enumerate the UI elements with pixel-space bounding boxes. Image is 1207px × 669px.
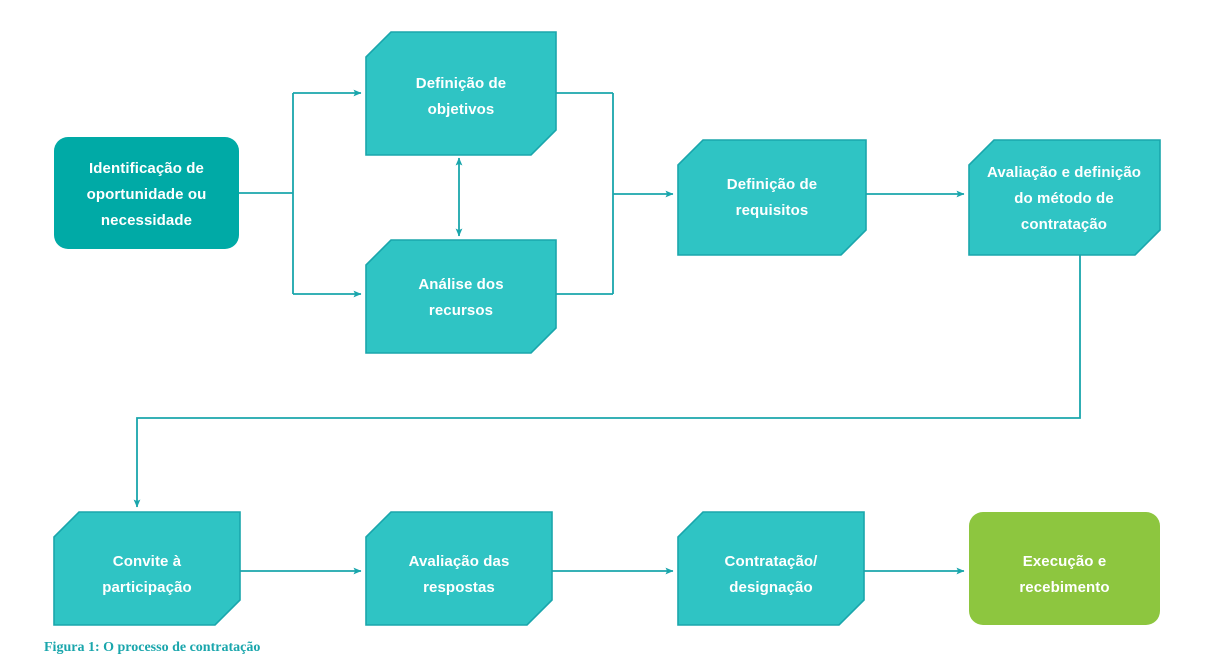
node-contratacao-designacao-line-1: Contratação/ xyxy=(725,553,819,570)
node-identificacao-line-3: necessidade xyxy=(101,212,192,229)
node-definicao-objetivos[interactable]: Definição de objetivos xyxy=(365,31,557,156)
node-convite-participacao-line-1: Convite à xyxy=(113,553,182,570)
node-analise-recursos[interactable]: Análise dos recursos xyxy=(365,239,557,354)
node-execucao-recebimento[interactable]: Execução e recebimento xyxy=(969,512,1160,625)
node-avaliacao-respostas[interactable]: Avaliação das respostas xyxy=(365,511,553,626)
node-convite-participacao[interactable]: Convite à participação xyxy=(53,511,241,626)
node-definicao-objetivos-line-2: objetivos xyxy=(428,101,495,118)
node-avaliacao-metodo[interactable]: Avaliação e definição do método de contr… xyxy=(968,139,1161,256)
node-convite-participacao-line-2: participação xyxy=(102,579,192,596)
node-contratacao-designacao-line-2: designação xyxy=(729,579,813,596)
node-definicao-objetivos-line-1: Definição de xyxy=(416,75,506,92)
node-definicao-requisitos[interactable]: Definição de requisitos xyxy=(677,139,867,256)
node-avaliacao-metodo-line-1: Avaliação e definição xyxy=(987,164,1141,181)
figure-caption: Figura 1: O processo de contratação xyxy=(44,640,261,655)
node-analise-recursos-line-2: recursos xyxy=(429,302,493,319)
node-avaliacao-respostas-line-1: Avaliação das xyxy=(409,553,510,570)
node-execucao-recebimento-line-1: Execução e xyxy=(1023,553,1107,570)
node-definicao-requisitos-line-2: requisitos xyxy=(736,202,809,219)
node-analise-recursos-line-1: Análise dos xyxy=(418,276,503,293)
node-identificacao-line-1: Identificação de xyxy=(89,160,204,177)
node-identificacao-line-2: oportunidade ou xyxy=(87,186,207,203)
node-contratacao-designacao[interactable]: Contratação/ designação xyxy=(677,511,865,626)
node-avaliacao-metodo-line-2: do método de xyxy=(1014,190,1114,207)
connector-metodo-to-convite xyxy=(133,255,1081,508)
node-execucao-recebimento-line-2: recebimento xyxy=(1019,579,1109,596)
node-avaliacao-respostas-line-2: respostas xyxy=(423,579,495,596)
node-avaliacao-metodo-line-3: contratação xyxy=(1021,216,1107,233)
node-identificacao[interactable]: Identificação de oportunidade ou necessi… xyxy=(54,137,239,249)
node-definicao-requisitos-line-1: Definição de xyxy=(727,176,817,193)
